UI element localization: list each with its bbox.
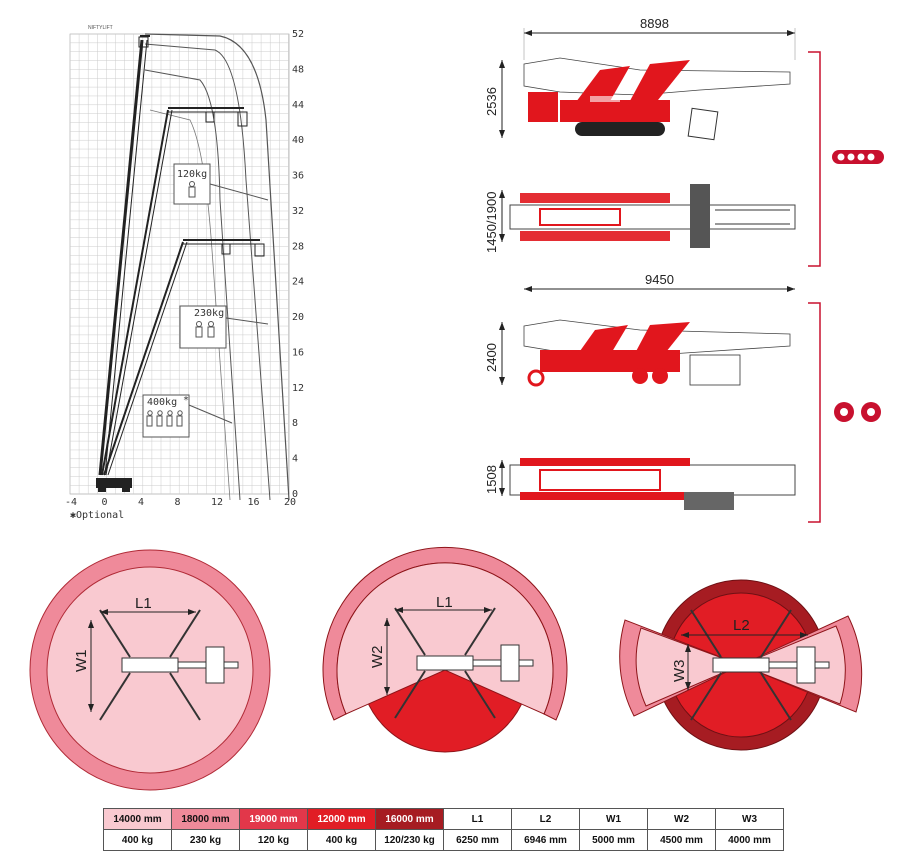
- wheeled-side-view: [523, 319, 791, 387]
- legend-cell: 400 kg: [103, 829, 172, 851]
- wheeled-top-view: [509, 458, 796, 510]
- svg-text:400kg: 400kg: [147, 397, 177, 408]
- crawler-track-icon: [832, 150, 884, 164]
- boom-position-mid: [101, 107, 248, 476]
- y-tick-label: 24: [292, 277, 304, 288]
- boom-position-low: [103, 239, 265, 476]
- y-tick-label: 36: [292, 171, 304, 182]
- footprint-w3-label: W3: [671, 660, 688, 683]
- footprint-partial-circle: L1 W2: [322, 546, 568, 753]
- y-tick-label: 44: [292, 100, 304, 111]
- legend-cell: L2: [511, 808, 580, 830]
- wheeled-height-dimension: 2400: [484, 343, 499, 372]
- x-tick-label: 12: [211, 497, 223, 508]
- wheeled-bracket: [808, 302, 821, 523]
- footprint-l2-label: L2: [733, 617, 750, 634]
- y-tick-label: 4: [292, 454, 298, 465]
- legend-cell: 19000 mm: [239, 808, 308, 830]
- boom-position-high: [98, 35, 150, 476]
- x-tick-label: -4: [65, 497, 77, 508]
- tracked-width-dimension: 1450/1900: [484, 192, 499, 253]
- x-tick-label: 16: [248, 497, 260, 508]
- person-icon: [207, 321, 215, 338]
- footprint-w1-label: W1: [73, 650, 90, 673]
- y-tick-label: 28: [292, 241, 304, 252]
- legend-cell: 4000 mm: [715, 829, 784, 851]
- person-icon: [176, 410, 183, 427]
- person-icon: [146, 410, 153, 427]
- y-tick-label: 16: [292, 347, 304, 358]
- legend-cell: W2: [647, 808, 716, 830]
- reach-curve-outer: [144, 33, 290, 501]
- capacity-box-120kg: 120kg: [173, 163, 269, 205]
- footprint-full-circle: L1 W1: [29, 549, 271, 791]
- y-tick-label: 32: [292, 206, 304, 217]
- tracked-top-view: [509, 184, 796, 248]
- optional-note: ✱Optional: [70, 510, 124, 521]
- legend-cell: 230 kg: [171, 829, 240, 851]
- wheeled-length-dimension: 9450: [645, 272, 674, 287]
- wheeled-machine-views: 9450 2400 1508: [484, 272, 881, 523]
- legend-cell: 400 kg: [307, 829, 376, 851]
- person-icon: [156, 410, 163, 427]
- wheeled-width-dimension: 1508: [484, 465, 499, 494]
- person-icon: [195, 321, 203, 338]
- legend-cell: 5000 mm: [579, 829, 648, 851]
- footprint-bowtie: L2 W3: [619, 579, 863, 751]
- tracked-length-dimension: 8898: [640, 16, 669, 31]
- capacity-box-230kg: 230kg: [179, 305, 269, 349]
- x-tick-label: 8: [175, 497, 181, 508]
- envelope-x-axis: -4 0 4 8 12 16 20: [65, 497, 296, 508]
- legend-cell: W1: [579, 808, 648, 830]
- machine-base: [96, 478, 132, 492]
- legend-cell: 6946 mm: [511, 829, 580, 851]
- legend-cell: 6250 mm: [443, 829, 512, 851]
- legend-cell: 12000 mm: [307, 808, 376, 830]
- legend-cell: W3: [715, 808, 784, 830]
- footprint-l1-label-2: L1: [436, 594, 453, 611]
- legend-cell: 14000 mm: [103, 808, 172, 830]
- wheels-icon: [834, 402, 881, 422]
- svg-text:120kg: 120kg: [177, 169, 207, 180]
- y-tick-label: 0: [292, 489, 298, 500]
- svg-text:230kg: 230kg: [194, 308, 224, 319]
- y-tick-label: 8: [292, 418, 298, 429]
- person-icon: [188, 181, 196, 198]
- spec-legend-table: 14000 mm 18000 mm 19000 mm 12000 mm 1600…: [103, 808, 784, 851]
- legend-value-row: 400 kg 230 kg 120 kg 400 kg 120/230 kg 6…: [103, 829, 784, 851]
- x-tick-label: 0: [102, 497, 108, 508]
- tracked-side-view: [523, 57, 791, 141]
- y-tick-label: 20: [292, 312, 304, 323]
- person-icon: [166, 410, 173, 427]
- y-tick-label: 48: [292, 64, 304, 75]
- x-tick-label: 4: [138, 497, 144, 508]
- tracked-height-dimension: 2536: [484, 87, 499, 116]
- x-tick-label: 20: [284, 497, 296, 508]
- legend-cell: 120/230 kg: [375, 829, 444, 851]
- y-tick-label: 52: [292, 29, 304, 40]
- legend-cell: 4500 mm: [647, 829, 716, 851]
- capacity-box-400kg: 400kg *: [142, 394, 233, 438]
- legend-header-row: 14000 mm 18000 mm 19000 mm 12000 mm 1600…: [103, 808, 784, 830]
- legend-cell: L1: [443, 808, 512, 830]
- footprint-w2-label: W2: [369, 646, 386, 669]
- tracked-machine-views: 8898 2536 1450/1900: [484, 16, 884, 267]
- manufacturer-logo: NIFTYLIFT: [88, 25, 113, 31]
- y-tick-label: 12: [292, 383, 304, 394]
- footprint-l1-label: L1: [135, 595, 152, 612]
- tracked-bracket: [808, 51, 821, 267]
- reach-curve-middle: [144, 43, 271, 501]
- svg-text:*: *: [183, 395, 189, 406]
- legend-cell: 16000 mm: [375, 808, 444, 830]
- legend-cell: 18000 mm: [171, 808, 240, 830]
- legend-cell: 120 kg: [239, 829, 308, 851]
- y-tick-label: 40: [292, 135, 304, 146]
